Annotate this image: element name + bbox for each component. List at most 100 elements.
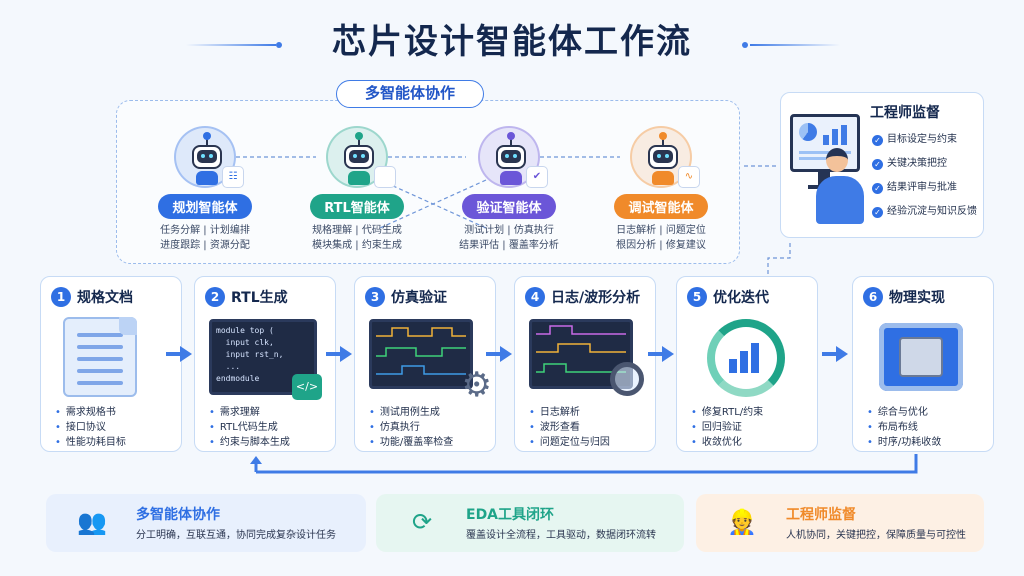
workflow-step: 6 物理实现 综合与优化布局布线时序/功耗收敛 — [852, 276, 994, 452]
workflow-step: 1 规格文档 需求规格书接口协议性能功耗目标 — [40, 276, 182, 452]
title-decoration-right — [750, 44, 840, 46]
document-icon — [63, 317, 137, 397]
agent-duties-line1: 任务分解 | 计划编排 — [160, 225, 250, 236]
flow-arrow-icon — [662, 346, 674, 362]
agent-name: 规划智能体 — [158, 194, 252, 219]
feature-title: 工程师监督 — [786, 507, 856, 523]
step-bullets: 需求规格书接口协议性能功耗目标 — [55, 405, 126, 450]
agent-card: ✔ 验证智能体 测试计划 | 仿真执行 结果评估 | 覆盖率分析 — [434, 126, 584, 253]
step-bullet: 修复RTL/约束 — [691, 405, 763, 420]
step-title: 日志/波形分析 — [551, 290, 641, 306]
step-bullets: 修复RTL/约束回归验证收敛优化 — [691, 405, 763, 450]
step-number: 2 — [205, 287, 225, 307]
feature-description: 人机协同，关键把控，保障质量与可控性 — [786, 530, 966, 541]
robot-icon — [326, 126, 396, 188]
step-number: 4 — [525, 287, 545, 307]
step-bullets: 综合与优化布局布线时序/功耗收敛 — [867, 405, 941, 450]
loop-icon: ⟳ — [411, 508, 433, 536]
agent-name: 调试智能体 — [614, 194, 708, 219]
step-bullet: 约束与脚本生成 — [209, 435, 290, 450]
step-title: 物理实现 — [889, 290, 945, 306]
step-bullet: 功能/覆盖率检查 — [369, 435, 453, 450]
step-title: 仿真验证 — [391, 290, 447, 306]
agent-duties-line2: 结果评估 | 覆盖率分析 — [459, 240, 559, 251]
cycle-chart-icon — [707, 319, 785, 397]
code-icon: </> — [292, 374, 322, 400]
waveform-icon: ∿ — [678, 166, 700, 188]
collab-panel-title: 多智能体协作 — [336, 80, 484, 108]
step-bullet: 接口协议 — [55, 420, 126, 435]
feature-title: 多智能体协作 — [136, 507, 220, 523]
feature-card: 👷 工程师监督 人机协同，关键把控，保障质量与可控性 — [696, 494, 984, 552]
code-line: module top ( — [216, 326, 274, 335]
step-number: 3 — [365, 287, 385, 307]
agent-duties-line1: 规格理解 | 代码生成 — [312, 225, 402, 236]
step-title: RTL生成 — [231, 290, 288, 306]
gear-icon: ⚙ — [461, 365, 492, 405]
step-bullet: 收敛优化 — [691, 435, 763, 450]
engineer-item: ✓关键决策把控 — [872, 154, 947, 170]
agent-card: ∿ 调试智能体 日志解析 | 问题定位 根因分析 | 修复建议 — [586, 126, 736, 253]
step-bullet: 布局布线 — [867, 420, 941, 435]
code-screen: module top ( input clk, input rst_n, ...… — [209, 319, 322, 400]
robot-icon: ✔ — [478, 126, 548, 188]
agent-card: ☷ 规划智能体 任务分解 | 计划编排 进度跟踪 | 资源分配 — [130, 126, 280, 253]
flow-arrow-icon — [180, 346, 192, 362]
step-number: 5 — [687, 287, 707, 307]
flow-arrow-shaft — [326, 352, 340, 356]
step-number: 6 — [863, 287, 883, 307]
workflow-step: 2 RTL生成 module top ( input clk, input rs… — [194, 276, 336, 452]
step-bullet: 问题定位与归因 — [529, 435, 610, 450]
code-line: endmodule — [216, 374, 260, 383]
step-bullet: 回归验证 — [691, 420, 763, 435]
code-icon — [374, 166, 396, 188]
step-bullet: 波形查看 — [529, 420, 610, 435]
workflow-step: 5 优化迭代 修复RTL/约束回归验证收敛优化 — [676, 276, 818, 452]
check-icon: ✓ — [872, 207, 883, 218]
flow-arrow-icon — [500, 346, 512, 362]
engineer-item: ✓经验沉淀与知识反馈 — [872, 202, 977, 218]
team-icon: 👥 — [77, 508, 107, 536]
step-bullets: 测试用例生成仿真执行功能/覆盖率检查 — [369, 405, 453, 450]
step-bullet: 日志解析 — [529, 405, 610, 420]
step-bullet: RTL代码生成 — [209, 420, 290, 435]
check-icon: ✓ — [872, 183, 883, 194]
step-title: 规格文档 — [77, 290, 133, 306]
check-icon: ✓ — [872, 159, 883, 170]
engineer-figure — [816, 176, 864, 224]
feedback-arrow-head — [250, 456, 262, 464]
agent-duties-line1: 测试计划 | 仿真执行 — [464, 225, 554, 236]
step-bullets: 需求理解RTL代码生成约束与脚本生成 — [209, 405, 290, 450]
step-bullet: 需求规格书 — [55, 405, 126, 420]
check-icon: ✓ — [872, 135, 883, 146]
feature-description: 分工明确，互联互通，协同完成复杂设计任务 — [136, 530, 336, 541]
step-bullet: 仿真执行 — [369, 420, 453, 435]
magnifier-icon — [610, 362, 644, 396]
flow-arrow-icon — [340, 346, 352, 362]
monitor-icon — [790, 114, 860, 172]
flow-arrow-shaft — [822, 352, 836, 356]
shield-check-icon: ✔ — [526, 166, 548, 188]
agent-duties-line2: 模块集成 | 约束生成 — [312, 240, 402, 251]
step-number: 1 — [51, 287, 71, 307]
flow-arrow-shaft — [648, 352, 662, 356]
code-line: input rst_n, — [216, 350, 284, 359]
engineer-head — [826, 148, 848, 172]
step-bullet: 性能功耗目标 — [55, 435, 126, 450]
engineer-item: ✓结果评审与批准 — [872, 178, 957, 194]
page-title: 芯片设计智能体工作流 — [332, 22, 692, 62]
feature-title: EDA工具闭环 — [466, 507, 555, 523]
waveform-analysis-icon — [529, 319, 644, 396]
feature-card: 👥 多智能体协作 分工明确，互联互通，协同完成复杂设计任务 — [46, 494, 366, 552]
agent-name: RTL智能体 — [310, 194, 404, 219]
step-title: 优化迭代 — [713, 290, 769, 306]
flow-icon: ☷ — [222, 166, 244, 188]
agent-duties-line1: 日志解析 | 问题定位 — [616, 225, 706, 236]
engineer-item: ✓目标设定与约束 — [872, 130, 957, 146]
link-iterate-to-engineer — [767, 240, 791, 274]
flow-arrow-icon — [836, 346, 848, 362]
code-line: input clk, — [216, 338, 274, 347]
title-decoration-dot-right — [742, 42, 748, 48]
title-decoration-dot-left — [276, 42, 282, 48]
